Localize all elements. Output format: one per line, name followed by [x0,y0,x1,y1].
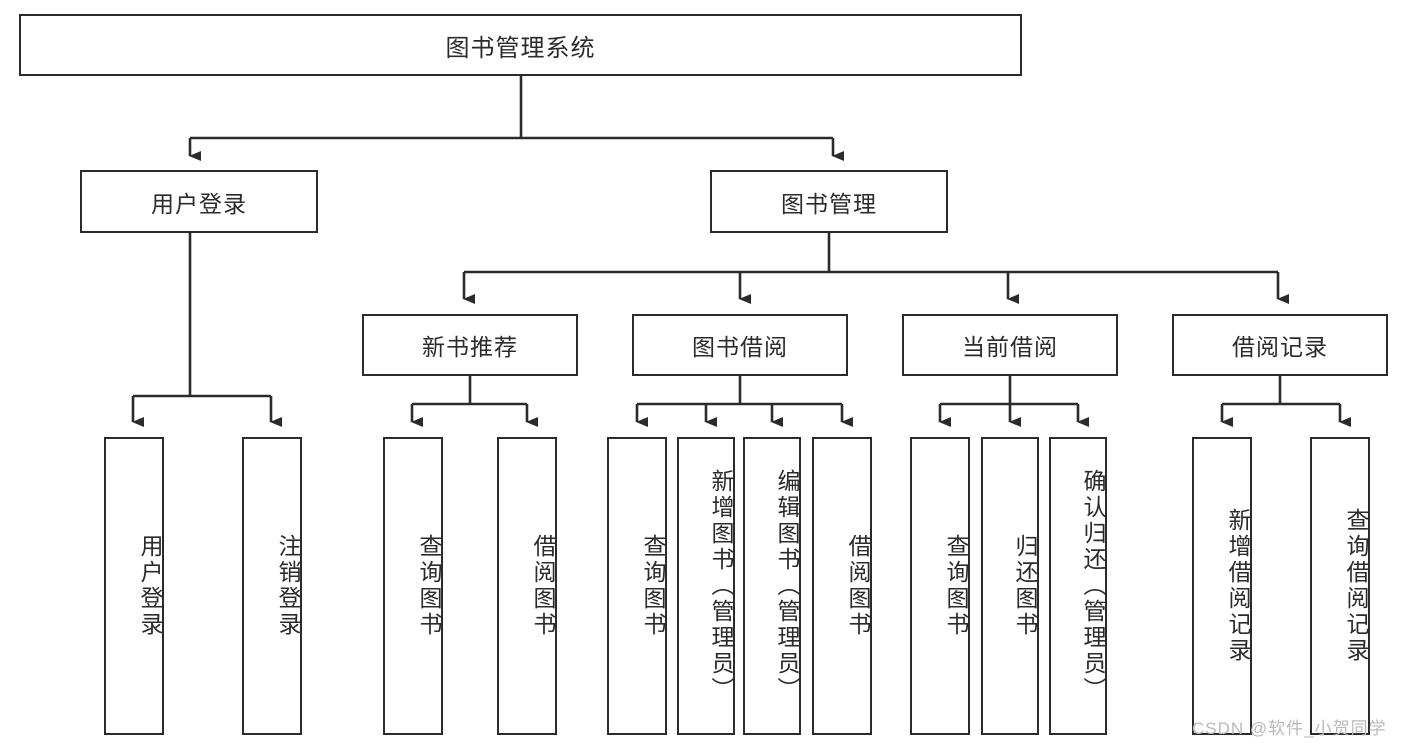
leaf-query-book-recommend[interactable]: 查询图书 [383,437,443,735]
node-new-book-recommend[interactable]: 新书推荐 [362,314,578,376]
node-borrow-record[interactable]: 借阅记录 [1172,314,1388,376]
leaf-borrow-book-recommend[interactable]: 借阅图书 [497,437,557,735]
node-book-borrow[interactable]: 图书借阅 [632,314,848,376]
leaf-return-book[interactable]: 归还图书 [981,437,1039,735]
leaf-query-book-borrow[interactable]: 查询图书 [607,437,667,735]
node-current-borrow[interactable]: 当前借阅 [902,314,1118,376]
node-root[interactable]: 图书管理系统 [19,14,1022,76]
watermark: CSDN @软件_小贺同学 [1192,719,1387,738]
leaf-borrow-book[interactable]: 借阅图书 [812,437,872,735]
leaf-add-borrow-record[interactable]: 新增借阅记录 [1192,437,1252,735]
leaf-query-borrow-record[interactable]: 查询借阅记录 [1310,437,1370,735]
leaf-add-book-admin[interactable]: 新增图书（管理员） [677,437,735,735]
node-book-management[interactable]: 图书管理 [710,170,948,233]
leaf-logout[interactable]: 注销登录 [242,437,302,735]
leaf-query-book-current[interactable]: 查询图书 [910,437,970,735]
leaf-confirm-return-admin[interactable]: 确认归还（管理员） [1049,437,1107,735]
leaf-edit-book-admin[interactable]: 编辑图书（管理员） [743,437,801,735]
node-user-login[interactable]: 用户登录 [80,170,318,233]
leaf-user-login[interactable]: 用户登录 [104,437,164,735]
